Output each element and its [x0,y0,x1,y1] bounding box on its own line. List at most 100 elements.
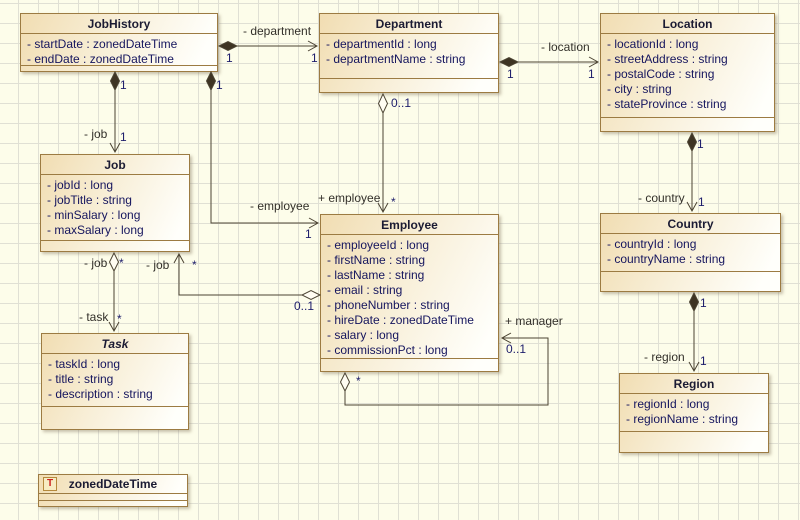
class-title: JobHistory [87,17,151,31]
attribute-compartment: - startDate : zonedDateTime - endDate : … [21,33,217,65]
attribute: - jobTitle : string [47,193,132,207]
attribute: - phoneNumber : string [327,298,450,312]
attribute-compartment: - departmentId : long - departmentName :… [320,33,498,78]
attribute: - maxSalary : long [47,223,144,237]
attribute-compartment: - taskId : long - title : string - descr… [42,353,188,406]
attribute: - salary : long [327,328,400,342]
attribute: - description : string [48,387,153,401]
operation-compartment [321,358,498,371]
role-label: - country [638,191,685,205]
class-employee[interactable]: Employee - employeeId : long - firstName… [320,214,499,372]
multiplicity-label: 1 [697,137,704,151]
attribute: - endDate : zonedDateTime [27,52,174,65]
attribute: - streetAddress : string [607,52,728,66]
edge-job-task[interactable] [109,253,119,331]
role-label: - task [79,310,109,324]
role-label: - region [644,350,685,364]
edge-jobhistory-job[interactable] [110,72,120,152]
attribute: - departmentName : string [326,52,466,66]
multiplicity-label: * [192,258,197,272]
class-jobhistory[interactable]: JobHistory - startDate : zonedDateTime -… [20,13,218,72]
edge-location-country[interactable] [687,133,697,211]
edge-employee-job[interactable] [174,254,320,300]
role-label: - job [84,256,108,270]
edge-department-employee[interactable] [378,94,388,212]
multiplicity-label: 1 [700,354,707,368]
datatype-zoneddatetime[interactable]: T zonedDateTime [38,474,188,507]
role-label: - location [541,40,590,54]
multiplicity-label: 1 [305,227,312,241]
attribute: - lastName : string [327,268,425,282]
edge-jobhistory-department[interactable] [219,41,317,51]
attribute-compartment: - employeeId : long - firstName : string… [321,234,498,358]
attribute: - email : string [327,283,403,297]
class-job[interactable]: Job - jobId : long - jobTitle : string -… [40,154,190,252]
attribute: - minSalary : long [47,208,141,222]
attribute: - employeeId : long [327,238,430,252]
class-region[interactable]: Region - regionId : long - regionName : … [619,373,769,453]
class-title: Job [104,158,126,172]
multiplicity-label: 1 [120,130,127,144]
role-label: - department [243,24,312,38]
attribute: - title : string [48,372,114,386]
multiplicity-label: 1 [226,51,233,65]
class-title: Department [375,17,443,31]
operation-compartment [601,117,774,131]
attribute: - postalCode : string [607,67,715,81]
operation-compartment [21,65,217,71]
multiplicity-label: * [391,195,396,209]
empty-compartment [39,493,187,500]
attribute: - locationId : long [607,37,699,51]
multiplicity-label: * [119,256,124,270]
attribute: - startDate : zonedDateTime [27,37,178,51]
attribute: - city : string [607,82,672,96]
attribute: - departmentId : long [326,37,437,51]
operation-compartment [320,78,498,92]
attribute-compartment: - jobId : long - jobTitle : string - min… [41,174,189,240]
multiplicity-label: 1 [698,195,705,209]
attribute: - commissionPct : long [327,343,448,357]
attribute: - countryId : long [607,237,697,251]
attribute: - firstName : string [327,253,426,267]
role-label: - job [146,258,170,272]
attribute: - jobId : long [47,178,114,192]
multiplicity-label: 1 [588,67,595,81]
role-label: - employee [250,199,310,213]
class-title: Location [662,17,713,31]
operation-compartment [42,406,188,429]
edge-country-region[interactable] [689,293,699,371]
multiplicity-label: 1 [507,67,514,81]
class-country[interactable]: Country - countryId : long - countryName… [600,213,781,292]
operation-compartment [620,431,768,452]
multiplicity-label: 0..1 [294,299,315,313]
operation-compartment [41,240,189,251]
class-title: Region [673,377,715,391]
datatype-icon: T [43,477,57,491]
multiplicity-label: 1 [700,296,707,310]
attribute: - taskId : long [48,357,121,371]
attribute: - regionName : string [626,412,739,426]
attribute: - regionId : long [626,397,710,411]
attribute: - stateProvince : string [607,97,727,111]
multiplicity-label: * [356,374,361,388]
role-label: - job [84,127,108,141]
multiplicity-label: 1 [311,51,318,65]
multiplicity-label: 1 [216,78,223,92]
class-department[interactable]: Department - departmentId : long - depar… [319,13,499,93]
edge-employee-manager[interactable] [341,333,549,405]
class-location[interactable]: Location - locationId : long - streetAdd… [600,13,775,132]
edge-jobhistory-employee[interactable] [207,72,319,228]
role-label: + employee [318,191,381,205]
multiplicity-label: * [117,312,122,326]
class-title: Employee [381,218,438,232]
role-label: + manager [505,314,563,328]
class-title: zonedDateTime [68,477,158,491]
class-task[interactable]: Task - taskId : long - title : string - … [41,333,189,430]
attribute-compartment: - locationId : long - streetAddress : st… [601,33,774,117]
operation-compartment [601,271,780,291]
class-title: Task [101,337,129,351]
edge-department-location[interactable] [500,57,598,67]
empty-compartment [39,499,187,507]
